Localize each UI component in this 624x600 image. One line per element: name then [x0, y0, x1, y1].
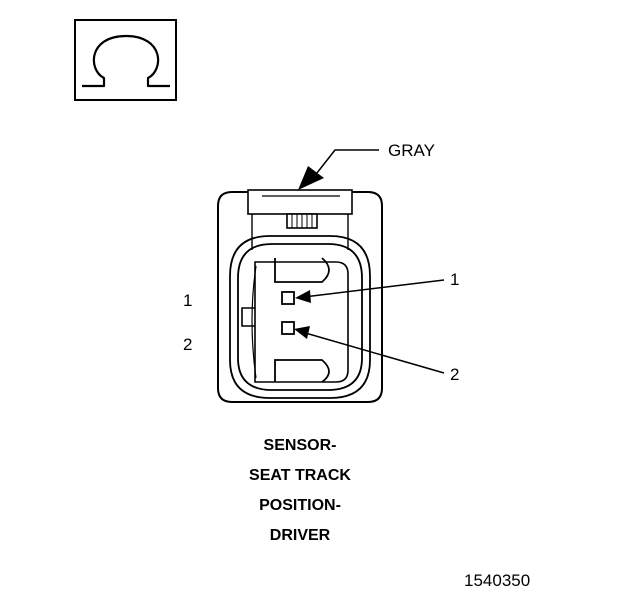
connector-body: [217, 189, 383, 403]
title-line-3: POSITION-: [259, 497, 341, 514]
pin-2-callout-label: 2: [450, 365, 459, 384]
pin-1-callout: 1: [295, 270, 459, 303]
color-label: GRAY: [388, 141, 435, 160]
ohm-symbol: [74, 19, 177, 101]
pin-2-left-label: 2: [183, 335, 192, 354]
pin-1-cavity: [281, 291, 295, 305]
connector-title: SENSOR- SEAT TRACK POSITION- DRIVER: [249, 437, 351, 544]
title-line-4: DRIVER: [270, 527, 331, 544]
title-line-1: SENSOR-: [264, 437, 337, 454]
pin-2-callout: 2: [294, 326, 459, 384]
pin-1-callout-label: 1: [450, 270, 459, 289]
pin-2-cavity: [281, 321, 295, 335]
figure-id: 1540350: [464, 571, 530, 590]
color-callout: GRAY: [298, 141, 435, 190]
ohm-icon: [82, 34, 170, 88]
title-line-2: SEAT TRACK: [249, 467, 351, 484]
pin-1-left-label: 1: [183, 291, 192, 310]
symbol-frame: [74, 19, 177, 101]
